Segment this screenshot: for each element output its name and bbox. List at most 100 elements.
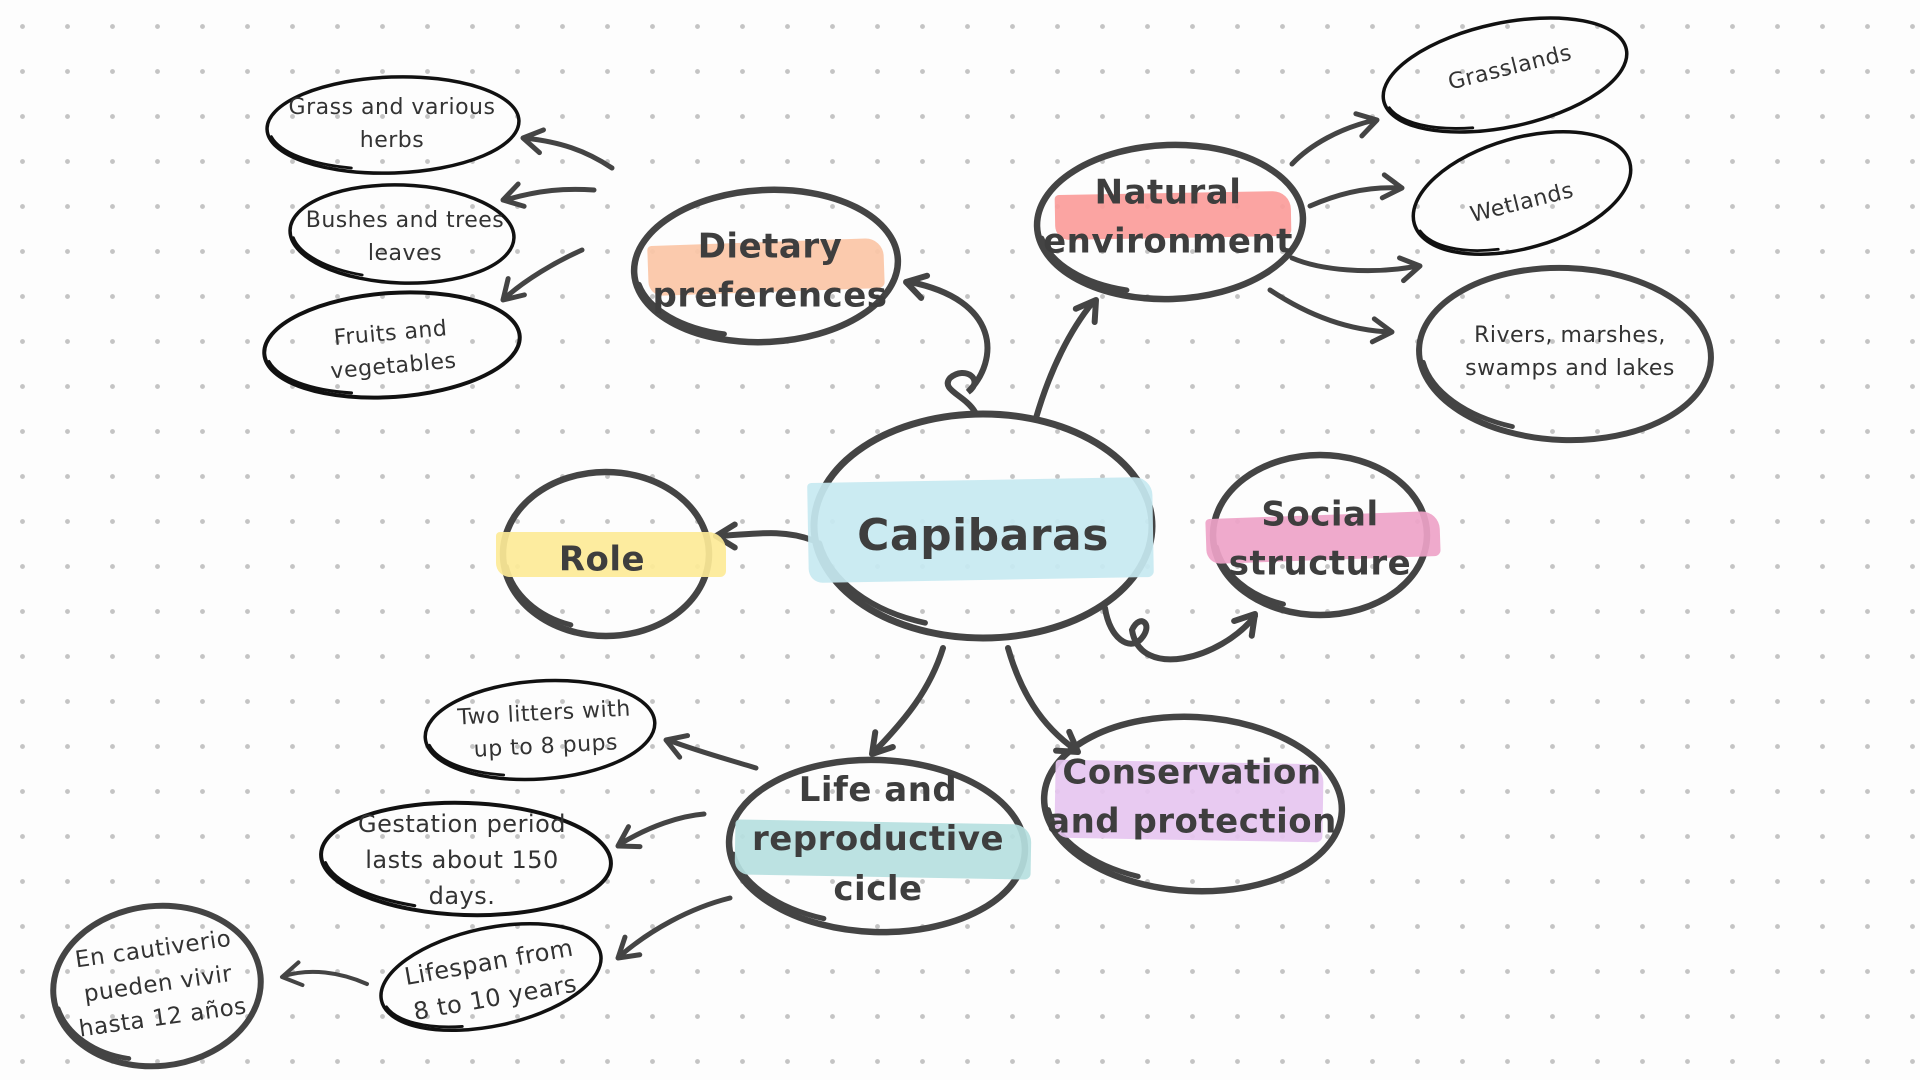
ellipse-fruits-outline	[262, 290, 522, 400]
node-label: Gestation period	[357, 810, 567, 838]
brush-role	[496, 532, 726, 577]
ellipse-conservation	[1040, 713, 1346, 895]
ellipse-natural	[1033, 141, 1307, 303]
arrow-to-bushes-line	[502, 186, 597, 203]
ellipse-en-cautiverio	[50, 902, 264, 1070]
arrow-to-wetlands	[1307, 172, 1405, 209]
arrow-to-grass-arrowhead	[520, 127, 546, 156]
arrow-to-wetlands-line	[1307, 185, 1403, 209]
arrow-to-rivers-arrowhead	[1397, 255, 1423, 284]
arrow-to-rivers-line	[1289, 255, 1421, 274]
node-rivers-marshes[interactable]: Rivers, marshes, swamps and lakes	[1465, 319, 1675, 385]
arrow-to-grasslands-arrowhead	[1353, 111, 1380, 139]
arrow-to-natural-arrowhead	[1072, 297, 1099, 325]
arrow-to-grass	[520, 127, 615, 171]
node-natural-environment[interactable]: Natural environment	[1043, 169, 1293, 268]
arrow-to-rivers	[1289, 255, 1423, 284]
ellipse-wetlands	[1411, 130, 1633, 256]
ellipse-bushes-outline	[288, 183, 516, 285]
node-label: leaves	[367, 241, 443, 266]
ellipse-dietary-sketch-arc	[636, 281, 727, 337]
arrow-to-dietary	[903, 272, 991, 415]
ellipse-dietary	[630, 186, 902, 346]
node-label: days.	[428, 882, 496, 910]
ellipse-dietary-outline	[630, 186, 902, 346]
arrow-to-en-cautiverio	[280, 960, 369, 988]
node-label: Rivers, marshes,	[1474, 323, 1666, 348]
arrow-to-conservation	[1005, 645, 1081, 755]
node-label: Social	[1261, 494, 1379, 535]
node-role[interactable]: Role	[559, 535, 645, 584]
ellipse-grasslands-sketch-arc	[1387, 106, 1475, 130]
node-gestation-period[interactable]: Gestation period lasts about 150 days.	[358, 806, 566, 914]
arrow-to-gestation-arrowhead	[615, 824, 643, 850]
ellipse-conservation-sketch-arc	[1045, 807, 1141, 880]
arrow-to-bushes	[500, 181, 597, 209]
ellipse-wetlands-outline	[1411, 130, 1633, 256]
ellipse-gestation-outline	[319, 800, 613, 918]
node-label: Natural	[1094, 172, 1242, 213]
arrow-to-lifespan	[615, 895, 733, 961]
ellipse-two-litters	[423, 678, 657, 782]
node-grass-herbs[interactable]: Grass and various herbs	[289, 91, 496, 157]
node-label: Life and	[798, 770, 958, 811]
arrow-to-role-line	[713, 530, 815, 543]
arrow-to-two-litters-line	[665, 737, 759, 771]
arrow-to-life	[869, 645, 946, 757]
ellipse-bushes	[288, 183, 516, 285]
arrow-to-rivers-2	[1267, 287, 1395, 345]
node-label: herbs	[359, 128, 425, 153]
arrow-to-lifespan-line	[617, 895, 733, 959]
arrow-to-two-litters-arrowhead	[663, 733, 691, 760]
node-label: Role	[558, 539, 646, 580]
ellipse-en-cautiverio-outline	[50, 902, 264, 1070]
arrow-to-gestation	[615, 811, 707, 850]
node-outlines	[50, 16, 1714, 1070]
node-label: lasts about 150	[365, 846, 559, 874]
node-social-structure[interactable]: Social structure	[1229, 491, 1411, 590]
node-label: structure	[1228, 544, 1412, 584]
arrow-to-en-cautiverio-line	[282, 969, 369, 986]
ellipse-wetlands-sketch-arc	[1418, 229, 1500, 252]
ellipse-en-cautiverio-sketch-arc	[55, 1006, 132, 1061]
arrow-to-wetlands-arrowhead	[1379, 172, 1405, 201]
ellipse-natural-sketch-arc	[1039, 235, 1130, 293]
ellipse-rivers	[1416, 264, 1714, 444]
node-fruits-vegetables[interactable]: Fruits and vegetables	[326, 312, 458, 389]
arrow-to-natural-line	[1033, 299, 1096, 421]
node-label: Grass and various	[288, 95, 496, 120]
arrow-to-life-arrowhead	[869, 729, 896, 757]
node-label: swamps and lakes	[1465, 356, 1675, 381]
arrow-to-bushes-arrowhead	[500, 181, 527, 209]
node-conservation-protection[interactable]: Conservation and protection	[1047, 749, 1337, 848]
arrow-to-rivers-2-arrowhead	[1369, 316, 1395, 345]
arrow-to-social-arrowhead	[1231, 611, 1258, 639]
node-life-reproductive-cicle[interactable]: Life and reproductive cicle	[752, 766, 1004, 914]
node-label: reproductive	[751, 819, 1005, 860]
ellipse-grass-sketch-arc	[269, 135, 353, 170]
arrow-to-natural	[1033, 297, 1099, 421]
ellipse-grasslands	[1381, 16, 1629, 134]
node-dietary-preferences[interactable]: Dietary preferences	[653, 223, 888, 322]
node-capibaras[interactable]: Capibaras	[857, 504, 1109, 568]
node-label: and protection	[1047, 802, 1337, 842]
node-two-litters[interactable]: Two litters with up to 8 pups	[457, 693, 634, 768]
node-label: environment	[1043, 222, 1293, 262]
ellipse-grass	[265, 75, 521, 175]
ellipse-grass-outline	[265, 75, 521, 175]
arrow-to-lifespan-arrowhead	[615, 934, 643, 961]
node-label: cicle	[833, 868, 923, 909]
arrow-to-grasslands	[1289, 111, 1380, 167]
arrow-to-fruits-arrowhead	[500, 276, 527, 303]
arrow-to-grass-line	[522, 135, 615, 171]
node-bushes-leaves[interactable]: Bushes and trees leaves	[306, 204, 505, 270]
ellipse-lifespan-sketch-arc	[385, 1005, 464, 1029]
arrow-to-dietary-line	[907, 279, 991, 415]
arrow-to-social	[1102, 605, 1258, 663]
ellipse-fruits-sketch-arc	[267, 359, 354, 395]
ellipse-two-litters-outline	[423, 678, 657, 782]
arrow-to-rivers-2-line	[1267, 287, 1393, 335]
arrow-to-life-line	[871, 645, 946, 755]
arrow-to-fruits	[500, 247, 585, 303]
